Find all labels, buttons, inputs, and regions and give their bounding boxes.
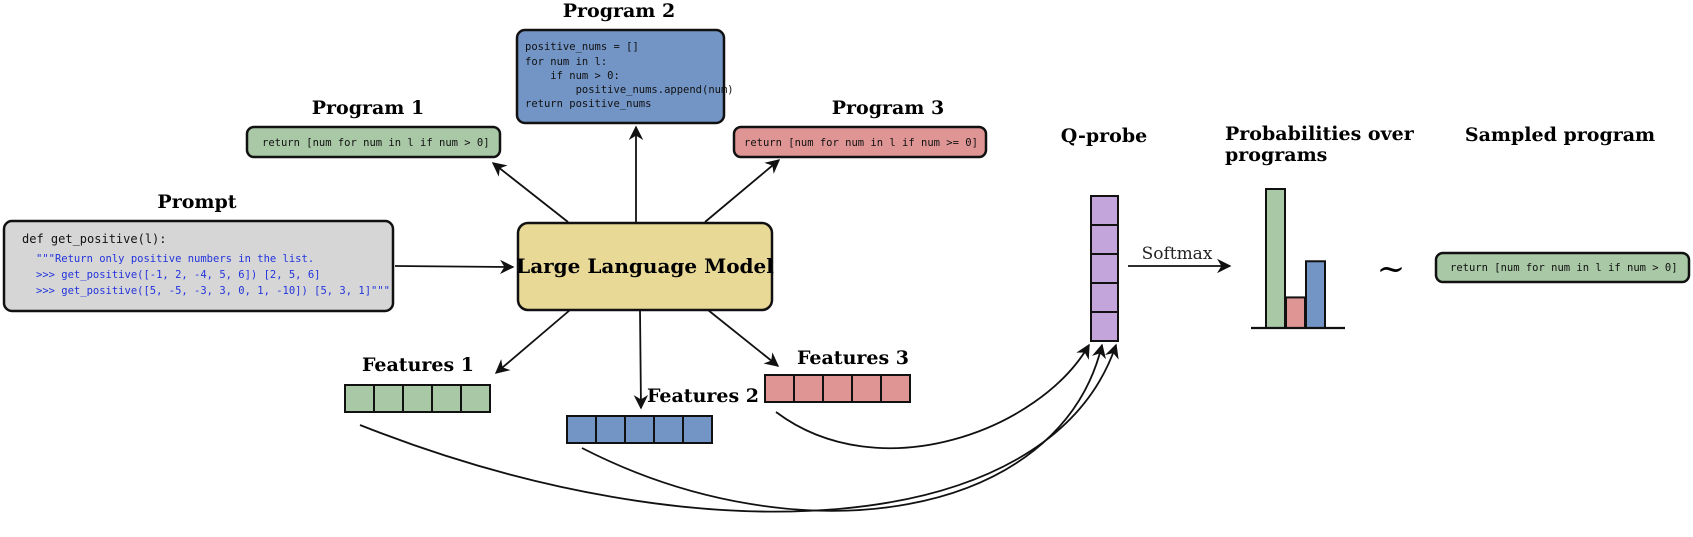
features1-cell-1: [344, 384, 375, 413]
qprobe-vector: [1090, 195, 1119, 342]
program2-line2: for num in l:: [525, 56, 607, 68]
features3-cell-1: [764, 374, 795, 403]
features1-cell-5: [460, 384, 491, 413]
features3-cell-4: [851, 374, 882, 403]
features1-cell-4: [431, 384, 462, 413]
arrow-llm-to-features2: [633, 309, 649, 410]
prompt-block: Prompt def get_positive(l): """Return on…: [2, 191, 395, 313]
softmax-label: Softmax: [1142, 244, 1213, 264]
probabilities-block: Probabilities over programs: [1225, 123, 1415, 330]
prompt-line-docstring: """Return only positive numbers in the l…: [36, 253, 314, 265]
probabilities-title-line1: Probabilities over: [1225, 123, 1415, 145]
qprobe-cell-4: [1090, 282, 1119, 313]
program3-box: [732, 125, 988, 159]
prompt-line-def: def get_positive(l):: [22, 232, 167, 246]
llm-block: Large Language Model: [516, 221, 774, 312]
program1-block: Program 1 return [num for num in l if nu…: [245, 97, 502, 159]
program2-title: Program 2: [563, 0, 676, 22]
features2-vector: [566, 415, 713, 444]
prompt-title: Prompt: [157, 191, 236, 213]
prompt-line-example1: >>> get_positive([-1, 2, -4, 5, 6]) [2, …: [36, 269, 320, 281]
program2-line3: if num > 0:: [525, 70, 620, 82]
features2-block: Features 2: [566, 385, 759, 444]
prompt-box: [2, 219, 395, 313]
sampled-box: [1434, 251, 1691, 284]
program2-box: [515, 28, 726, 125]
features2-title: Features 2: [647, 385, 759, 407]
features3-cell-5: [880, 374, 911, 403]
qprobe-cell-5: [1090, 311, 1119, 342]
qprobe-title: Q-probe: [1061, 125, 1147, 147]
features1-cell-2: [373, 384, 404, 413]
program2-line4: positive_nums.append(num): [525, 84, 734, 96]
arrow-llm-to-program1: [491, 162, 569, 223]
features3-title: Features 3: [797, 347, 909, 369]
program2-line5: return positive_nums: [525, 98, 651, 110]
features3-cell-3: [822, 374, 853, 403]
features1-cell-3: [402, 384, 433, 413]
probability-bar-2: [1285, 296, 1306, 330]
features1-title: Features 1: [362, 354, 474, 376]
sample-tilde: ~: [1377, 249, 1406, 289]
features2-cell-2: [595, 415, 626, 444]
prompt-line-example2: >>> get_positive([5, -5, -3, 3, 0, 1, -1…: [36, 285, 390, 297]
features1-block: Features 1: [344, 354, 491, 413]
sampled-block: Sampled program return [num for num in l…: [1434, 124, 1691, 284]
curve-features1-to-qprobe: [359, 343, 1119, 513]
program2-block: Program 2 positive_nums = [] for num in …: [515, 0, 734, 125]
arrow-llm-to-program3: [704, 159, 781, 223]
program1-code: return [num for num in l if num > 0]: [262, 137, 490, 149]
features3-cell-2: [793, 374, 824, 403]
qprobe-cell-1: [1090, 195, 1119, 226]
qprobe-block: Q-probe: [1061, 125, 1147, 342]
program1-box: [245, 125, 502, 159]
connector-arrows: [359, 125, 1232, 513]
arrow-llm-to-features3: [707, 309, 780, 367]
program3-block: Program 3 return [num for num in l if nu…: [732, 97, 988, 159]
llm-label: Large Language Model: [516, 254, 774, 278]
arrow-prompt-to-llm: [394, 259, 515, 275]
features1-vector: [344, 384, 491, 413]
program3-title: Program 3: [832, 97, 945, 119]
program1-title: Program 1: [312, 97, 425, 119]
llm-box: [516, 221, 774, 312]
probability-bar-1: [1265, 188, 1286, 329]
sampled-code: return [num for num in l if num > 0]: [1450, 262, 1678, 274]
features2-cell-4: [653, 415, 684, 444]
features2-cell-1: [566, 415, 597, 444]
qprobe-cell-2: [1090, 224, 1119, 255]
curve-features3-to-qprobe: [775, 343, 1090, 449]
features3-vector: [764, 374, 911, 403]
qprobe-cell-3: [1090, 253, 1119, 284]
program3-code: return [num for num in l if num >= 0]: [744, 137, 978, 149]
curve-features2-to-qprobe: [581, 343, 1106, 512]
features2-cell-3: [624, 415, 655, 444]
features3-block: Features 3: [764, 347, 911, 403]
probabilities-title-line2: programs: [1225, 144, 1327, 166]
probability-bars: [1265, 188, 1326, 330]
program2-line1: positive_nums = []: [525, 41, 639, 53]
sampled-title: Sampled program: [1465, 124, 1655, 146]
arrow-llm-to-features1: [494, 309, 571, 374]
features2-cell-5: [682, 415, 713, 444]
probability-bar-3: [1305, 260, 1326, 329]
